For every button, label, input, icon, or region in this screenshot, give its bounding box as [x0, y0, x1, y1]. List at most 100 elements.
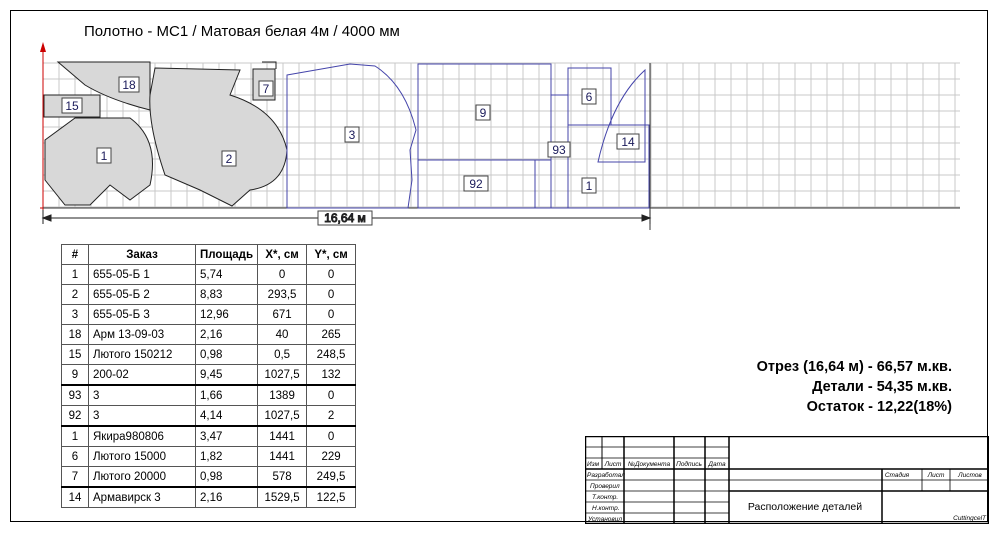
cell-area: 2,16	[194, 486, 259, 508]
cell-number: 9	[61, 364, 89, 386]
piece-labels: 18 15 1 2 7 3 9 92 93 6 14 1	[61, 76, 640, 194]
cell-y: 248,5	[306, 344, 357, 365]
stamp-col-date: Дата	[707, 461, 726, 468]
cell-order: Арм 13-09-03	[88, 324, 196, 345]
stamp-row-tcontrol: Т.контр.	[592, 494, 618, 501]
stamp-col-sheet: Лист	[604, 461, 622, 468]
orders-table: # Заказ Площадь X*, см Y*, см 1 655-05-Б…	[61, 244, 357, 508]
cell-area: 5,74	[194, 264, 259, 285]
label-2: 2	[226, 152, 233, 166]
cell-area: 0,98	[194, 344, 259, 365]
piece-3[interactable]	[286, 63, 417, 209]
cell-x: 671	[257, 304, 308, 325]
cell-x: 1529,5	[257, 486, 308, 508]
cell-y: 249,5	[306, 466, 357, 488]
stamp-stage: Стадия	[885, 471, 910, 479]
table-row: 2 655-05-Б 2 8,83 293,5 0	[61, 284, 357, 305]
cell-number: 6	[61, 446, 89, 467]
cell-x: 0	[257, 264, 308, 285]
length-dimension: 16,64 м	[41, 210, 652, 226]
cell-x: 0,5	[257, 344, 308, 365]
cell-number: 1	[61, 264, 89, 285]
table-row: 9 200-02 9,45 1027,5 132	[61, 364, 357, 386]
header-area: Площадь	[194, 244, 259, 265]
stamp-row-developed: Разработал	[587, 471, 625, 479]
cell-area: 1,66	[194, 384, 259, 406]
piece-1-right[interactable]	[567, 124, 650, 209]
cell-x: 293,5	[257, 284, 308, 305]
cell-x: 1441	[257, 425, 308, 447]
label-3: 3	[349, 128, 356, 142]
cell-y: 132	[306, 364, 357, 386]
label-1-right: 1	[586, 179, 593, 193]
cell-area: 9,45	[194, 364, 259, 386]
stamp-row-checked: Проверил	[590, 483, 620, 490]
cell-number: 14	[61, 486, 89, 508]
cell-y: 265	[306, 324, 357, 345]
stamp-sheets: Листов	[957, 472, 982, 479]
cell-x: 40	[257, 324, 308, 345]
table-row: 15 Лютого 150212 0,98 0,5 248,5	[61, 344, 357, 365]
cell-area: 1,82	[194, 446, 259, 467]
cell-area: 2,16	[194, 324, 259, 345]
cell-x: 578	[257, 466, 308, 488]
table-row: 14 Армавирск 3 2,16 1529,5 122,5	[61, 486, 357, 508]
cell-x: 1389	[257, 384, 308, 406]
header-x: X*, см	[257, 244, 308, 265]
cell-area: 3,47	[194, 425, 259, 447]
cell-number: 18	[61, 324, 89, 345]
cell-y: 229	[306, 446, 357, 467]
table-row: 1 Якира980806 3,47 1441 0	[61, 425, 357, 447]
table-row: 3 655-05-Б 3 12,96 671 0	[61, 304, 357, 325]
cell-order: Лютого 15000	[88, 446, 196, 467]
page-title: Полотно - МС1 / Матовая белая 4м / 4000 …	[84, 23, 400, 40]
summary-cut: Отрез (16,64 м) - 66,57 м.кв.	[756, 359, 952, 375]
cell-order: 3	[88, 405, 196, 427]
cell-order: 655-05-Б 2	[88, 284, 196, 305]
cutting-layout-drawing: 18 15 1 2 7 3 9 92 93 6 14 1	[40, 42, 960, 230]
label-92: 92	[469, 177, 483, 191]
cell-number: 1	[61, 425, 89, 447]
cell-area: 0,98	[194, 466, 259, 488]
cell-order: Лютого 20000	[88, 466, 196, 488]
header-order: Заказ	[88, 244, 196, 265]
cell-y: 0	[306, 284, 357, 305]
cell-order: 3	[88, 384, 196, 406]
cell-order: Якира980806	[88, 425, 196, 447]
piece-2[interactable]	[149, 67, 288, 207]
stamp-row-approved: Установил	[587, 516, 622, 523]
cell-order: Лютого 150212	[88, 344, 196, 365]
label-7: 7	[263, 82, 270, 96]
cell-y: 0	[306, 264, 357, 285]
cell-number: 3	[61, 304, 89, 325]
table-header-row: # Заказ Площадь X*, см Y*, см	[61, 244, 357, 265]
label-6: 6	[586, 90, 593, 104]
cell-y: 122,5	[306, 486, 357, 508]
table-row: 18 Арм 13-09-03 2,16 40 265	[61, 324, 357, 345]
cell-y: 0	[306, 425, 357, 447]
stamp-col-change: Изм	[587, 461, 600, 468]
stamp-brand: CuttingcelT	[953, 515, 987, 522]
stamp-col-signature: Подпись	[676, 460, 702, 468]
cell-number: 7	[61, 466, 89, 488]
stamp-title: Расположение деталей	[748, 501, 862, 513]
cell-order: 200-02	[88, 364, 196, 386]
table-row: 1 655-05-Б 1 5,74 0 0	[61, 264, 357, 285]
cell-order: 655-05-Б 1	[88, 264, 196, 285]
header-y: Y*, см	[306, 244, 357, 265]
stamp-col-document: №Документа	[628, 461, 671, 468]
summary-block: Отрез (16,64 м) - 66,57 м.кв. Детали - 5…	[757, 357, 952, 417]
cell-area: 4,14	[194, 405, 259, 427]
cell-x: 1441	[257, 446, 308, 467]
label-9: 9	[480, 106, 487, 120]
table-row: 92 3 4,14 1027,5 2	[61, 405, 357, 427]
cell-order: 655-05-Б 3	[88, 304, 196, 325]
label-15: 15	[65, 99, 79, 113]
table-row: 6 Лютого 15000 1,82 1441 229	[61, 446, 357, 467]
header-number: #	[61, 244, 89, 265]
table-row: 93 3 1,66 1389 0	[61, 384, 357, 406]
piece-14[interactable]	[597, 68, 646, 163]
cell-y: 2	[306, 405, 357, 427]
cell-x: 1027,5	[257, 405, 308, 427]
